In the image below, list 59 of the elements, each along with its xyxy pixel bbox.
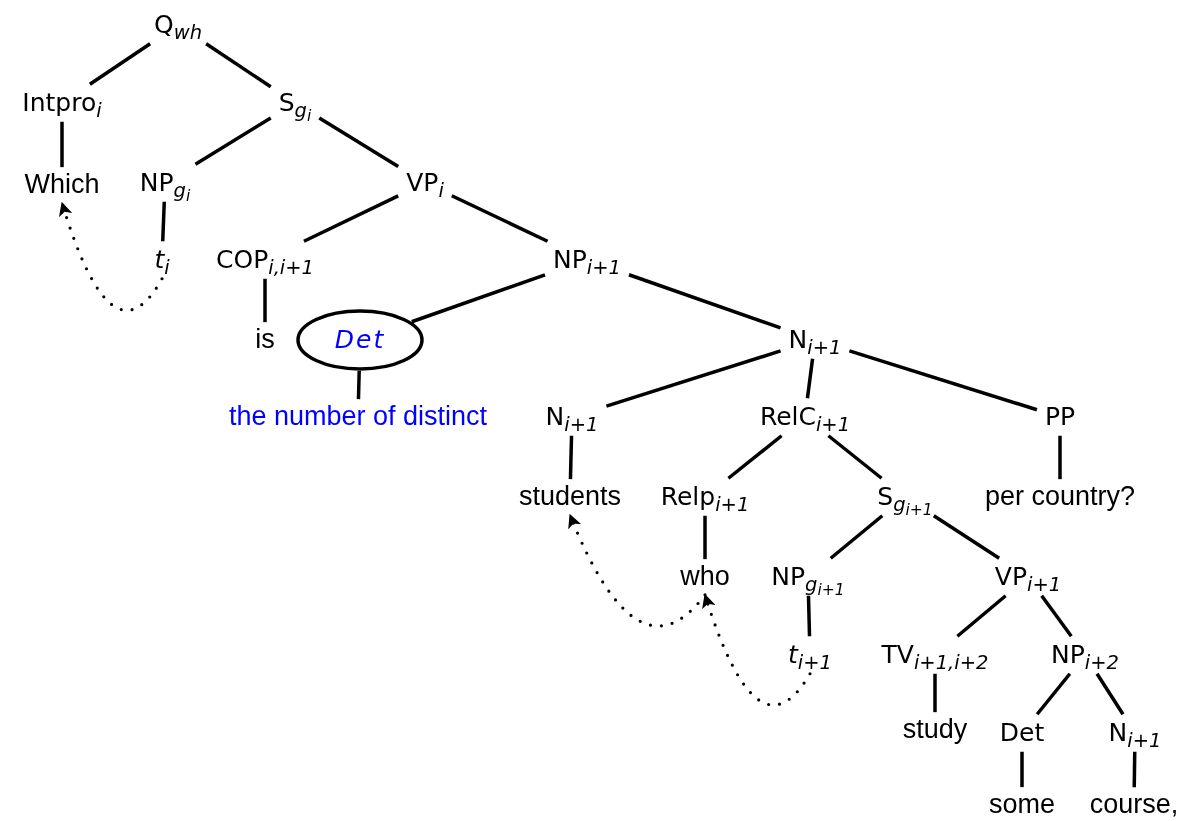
tree-branch-line — [848, 349, 1038, 412]
category-label: t$_{i}$ — [146, 241, 178, 279]
category-label: TV$_{i+1,i+2}$ — [873, 636, 997, 674]
tree-branch-line — [194, 116, 272, 166]
category-label: NP$_{i+1}$ — [545, 241, 629, 279]
word-label: the number of distinct — [224, 399, 492, 435]
dotted-arrow — [702, 593, 812, 707]
tree-branch-line — [1035, 672, 1072, 716]
category-label: PP — [1036, 398, 1084, 436]
tree-branch-line — [205, 42, 272, 89]
category-label: N$_{i+1}$ — [1100, 714, 1170, 752]
tree-branch-line — [411, 273, 546, 324]
word-label: study — [898, 712, 972, 748]
tree-branch-line — [806, 595, 812, 637]
category-label: Det — [991, 714, 1053, 752]
category-label: NP$_{i+2}$ — [1043, 636, 1127, 674]
tree-branch-line — [628, 273, 782, 330]
category-label: VP$_{i+1}$ — [986, 558, 1070, 596]
tree-branch-line — [1058, 435, 1062, 480]
category-label: VP$_{i}$ — [398, 164, 452, 202]
tree-branch-line — [932, 514, 1001, 560]
dotted-arrow — [59, 201, 164, 312]
category-label: t$_{i+1}$ — [780, 636, 840, 674]
tree-branch-line — [451, 194, 549, 243]
tree-branch-line — [1095, 672, 1125, 716]
category-label: Intpro$_{i}$ — [14, 84, 110, 122]
tree-branch-line — [703, 515, 707, 560]
tree-branch-line — [60, 121, 64, 168]
word-label: course, — [1085, 787, 1183, 821]
word-label: per country? — [980, 479, 1140, 515]
category-label: RelC$_{i+1}$ — [751, 398, 859, 436]
category-label: Relp$_{i+1}$ — [652, 478, 758, 516]
tree-branch-line — [956, 594, 1007, 638]
word-label: who — [676, 559, 734, 595]
tree-branch-line — [829, 514, 884, 560]
tree-branch-line — [933, 673, 937, 713]
dotted-arrow — [568, 513, 707, 628]
word-label: some — [985, 787, 1059, 821]
tree-branch-line — [805, 358, 815, 399]
category-label: Q$_{wh}$ — [146, 6, 210, 44]
word-label: Which — [20, 167, 104, 203]
word-label: students — [514, 479, 626, 515]
category-label: COP$_{i,i+1}$ — [208, 241, 322, 279]
tree-branch-line — [318, 116, 400, 168]
tree-branch-line — [263, 278, 267, 323]
word-label: is — [251, 322, 279, 358]
tree-branch-line — [1020, 751, 1024, 788]
tree-branch-line — [605, 349, 782, 408]
tree-branch-line — [88, 42, 152, 86]
tree-branch-line — [161, 201, 166, 242]
tree-branch-line — [827, 434, 883, 480]
tree-branch-line — [1040, 594, 1073, 638]
tree-branch-line — [356, 370, 361, 400]
tree-branch-line — [303, 194, 399, 243]
tree-branch-line — [1132, 751, 1137, 788]
tree-branch-line — [727, 434, 783, 480]
tree-branch-line — [568, 435, 574, 480]
category-label: N$_{i+1}$ — [537, 398, 607, 436]
category-label: N$_{i+1}$ — [780, 321, 850, 359]
